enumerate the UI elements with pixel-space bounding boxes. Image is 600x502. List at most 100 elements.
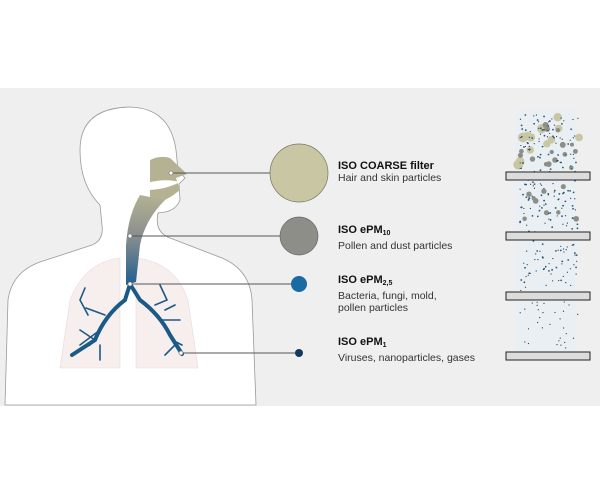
pm25-particle xyxy=(543,128,545,131)
pm1-particle xyxy=(560,344,562,346)
pm25-particle xyxy=(525,196,528,199)
trachea xyxy=(126,195,165,285)
pm1-particle xyxy=(538,140,540,143)
filter-description: Viruses, nanoparticles, gases xyxy=(338,352,475,364)
pm1-particle xyxy=(574,254,576,256)
pm1-particle xyxy=(564,341,566,344)
label-pm25: ISO ePM2,5 Bacteria, fungi, mold, pollen… xyxy=(338,274,437,314)
pm25-particle xyxy=(539,127,542,130)
pm1-particle xyxy=(557,249,559,251)
pm1-particle xyxy=(548,218,550,220)
pm10-particle xyxy=(517,152,523,158)
filter-layers xyxy=(505,171,591,361)
pm1-particle xyxy=(538,138,540,140)
pm1-particle xyxy=(566,222,568,224)
pm1-particle xyxy=(565,249,567,251)
pm1-particle xyxy=(562,223,564,225)
pm25-particle xyxy=(520,124,523,127)
pm1-particle xyxy=(558,340,560,342)
pm1-particle xyxy=(573,264,575,266)
filter-title: ISO COARSE filter xyxy=(338,160,434,172)
pm25-particle xyxy=(569,189,572,192)
filter-description: Bacteria, fungi, mold, xyxy=(338,290,437,302)
pm1-particle xyxy=(556,215,558,217)
pm1-particle xyxy=(524,308,526,310)
pm1-particle xyxy=(561,207,563,209)
pm10-particle xyxy=(541,188,547,194)
pm25-particle xyxy=(522,193,524,196)
left-lung xyxy=(59,257,121,369)
pm1-particle xyxy=(540,184,543,186)
pm1-particle xyxy=(529,272,531,274)
pm1-particle xyxy=(570,284,572,287)
pm1-particle xyxy=(559,137,561,139)
pm10-particle xyxy=(560,184,566,190)
pm25-particle xyxy=(571,204,574,207)
pm25-particle xyxy=(523,146,525,148)
pm1-particle xyxy=(520,144,522,147)
pm1-particle xyxy=(561,138,563,140)
coarse-particle-circle xyxy=(269,143,329,203)
pm1-particle xyxy=(572,137,574,139)
pm1-particle-circle xyxy=(295,349,303,357)
pm25-particle xyxy=(564,200,567,203)
pm25-particle xyxy=(576,227,579,230)
pm25-particle xyxy=(522,162,524,164)
pm1-particle xyxy=(519,188,521,190)
pm25-particle xyxy=(549,219,552,221)
pm1-particle xyxy=(573,157,575,159)
pm25-particle xyxy=(537,155,539,158)
particles xyxy=(513,112,583,349)
pm25-particle xyxy=(539,169,542,172)
filter-subscript: 1 xyxy=(382,342,387,349)
pm1-particle xyxy=(539,205,541,207)
pm25-particle xyxy=(572,243,575,246)
pm1-particle xyxy=(519,118,522,120)
pm25-particle xyxy=(567,143,570,145)
pm1-particle xyxy=(528,145,530,147)
pm10-particle xyxy=(519,148,524,154)
pm25-particle xyxy=(553,189,556,192)
pm1-particle xyxy=(564,215,567,217)
pm10-particle xyxy=(543,210,550,216)
pm1-particle xyxy=(548,212,550,215)
pm1-particle xyxy=(566,246,568,248)
pm25-particle xyxy=(562,204,565,207)
filter-description: Hair and skin particles xyxy=(338,172,442,184)
pm1-particle xyxy=(560,117,562,119)
filter-title: ISO ePM xyxy=(338,224,383,236)
pm1-particle xyxy=(524,341,526,343)
bronchi xyxy=(70,282,184,361)
pm1-particle xyxy=(537,321,539,324)
pm25-particle xyxy=(519,220,522,223)
filter-coarse-layer xyxy=(505,171,591,181)
pm10-particle xyxy=(569,142,575,147)
pm10-particle-circle xyxy=(279,216,319,256)
pm25-particle xyxy=(543,134,546,137)
pm25-particle xyxy=(520,135,523,138)
pm1-particle xyxy=(531,302,533,304)
pm25-particle xyxy=(560,279,563,282)
anchor-points xyxy=(127,170,184,356)
pm1-particle xyxy=(537,259,539,261)
pm25-particle xyxy=(554,207,557,209)
pm1-particle xyxy=(555,142,557,144)
pm25-particle xyxy=(547,192,550,195)
pm25-particle xyxy=(528,197,530,199)
pm1-particle xyxy=(559,337,561,339)
pm25-particle xyxy=(524,114,527,116)
pm10-particle xyxy=(549,149,554,155)
pm1-particle xyxy=(527,328,530,330)
pm1-particle xyxy=(549,323,551,325)
pm10-particle xyxy=(529,156,536,162)
label-pm1: ISO ePM1 Viruses, nanoparticles, gases xyxy=(338,336,475,364)
pm1-particle xyxy=(557,160,559,162)
pm25-particle xyxy=(525,183,527,186)
pm25-particle xyxy=(536,119,539,121)
pm1-particle xyxy=(541,327,544,329)
pm25-particle xyxy=(570,128,573,131)
pm25-particle xyxy=(562,192,564,195)
pm1-particle xyxy=(572,337,575,339)
pm1-particle xyxy=(565,282,567,284)
filter-description: Pollen and dust particles xyxy=(338,240,453,252)
